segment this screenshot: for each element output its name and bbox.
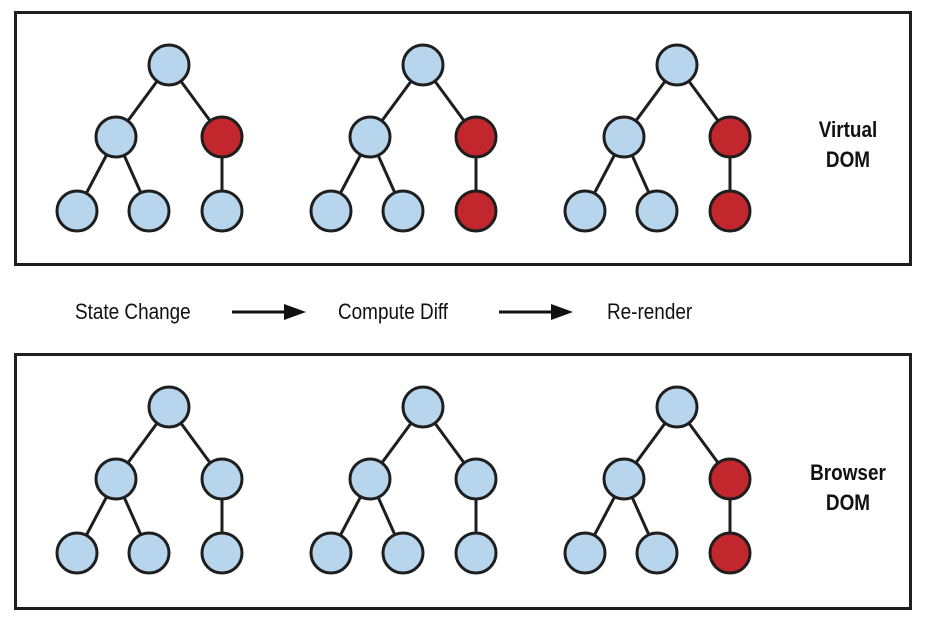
panel-label-line: Virtual — [818, 117, 878, 142]
tree-node — [348, 115, 392, 159]
panel-label-line: DOM — [825, 490, 871, 515]
tree-node-changed — [708, 457, 752, 501]
tree-node-changed — [200, 115, 244, 159]
browser-dom-panel: Browser DOM — [14, 353, 912, 610]
tree — [309, 43, 498, 233]
arrow-right-icon — [232, 304, 306, 320]
panel-label-line: Browser — [810, 460, 886, 485]
tree-node — [127, 531, 171, 575]
tree-node-changed — [708, 189, 752, 233]
virtual-dom-label: Virtual DOM — [801, 115, 896, 175]
tree-node — [655, 43, 699, 87]
virtual-dom-panel: Virtual DOM — [14, 11, 912, 266]
tree-node — [200, 531, 244, 575]
panel-label-line: DOM — [825, 147, 871, 172]
tree-node — [147, 385, 191, 429]
tree-node-changed — [708, 531, 752, 575]
step-re-render: Re-render — [607, 299, 693, 324]
step-state-change: State Change — [75, 299, 191, 324]
tree-node — [55, 531, 99, 575]
tree-node-changed — [454, 189, 498, 233]
tree-node — [401, 385, 445, 429]
tree-node — [309, 531, 353, 575]
tree-node — [454, 531, 498, 575]
tree-node — [381, 531, 425, 575]
tree — [55, 385, 244, 575]
tree — [563, 385, 752, 575]
tree — [55, 43, 244, 233]
browser-dom-label: Browser DOM — [801, 458, 896, 518]
tree-node — [563, 531, 607, 575]
tree-node — [309, 189, 353, 233]
arrow-right-icon — [499, 304, 573, 320]
step-compute-diff: Compute Diff — [338, 299, 449, 324]
tree-node — [94, 115, 138, 159]
tree-node — [635, 531, 679, 575]
tree-node — [147, 43, 191, 87]
tree-node — [635, 189, 679, 233]
tree — [563, 43, 752, 233]
virtual-dom-trees — [55, 43, 752, 233]
tree-node — [381, 189, 425, 233]
tree-node — [127, 189, 171, 233]
tree-node — [94, 457, 138, 501]
tree-node — [200, 457, 244, 501]
tree-node — [401, 43, 445, 87]
tree-node — [454, 457, 498, 501]
tree-node — [348, 457, 392, 501]
browser-dom-trees — [55, 385, 752, 575]
tree-node — [55, 189, 99, 233]
tree-node — [655, 385, 699, 429]
tree-node — [563, 189, 607, 233]
tree-node — [200, 189, 244, 233]
tree-node — [602, 115, 646, 159]
tree-node — [602, 457, 646, 501]
tree-node-changed — [454, 115, 498, 159]
tree-node-changed — [708, 115, 752, 159]
tree — [309, 385, 498, 575]
